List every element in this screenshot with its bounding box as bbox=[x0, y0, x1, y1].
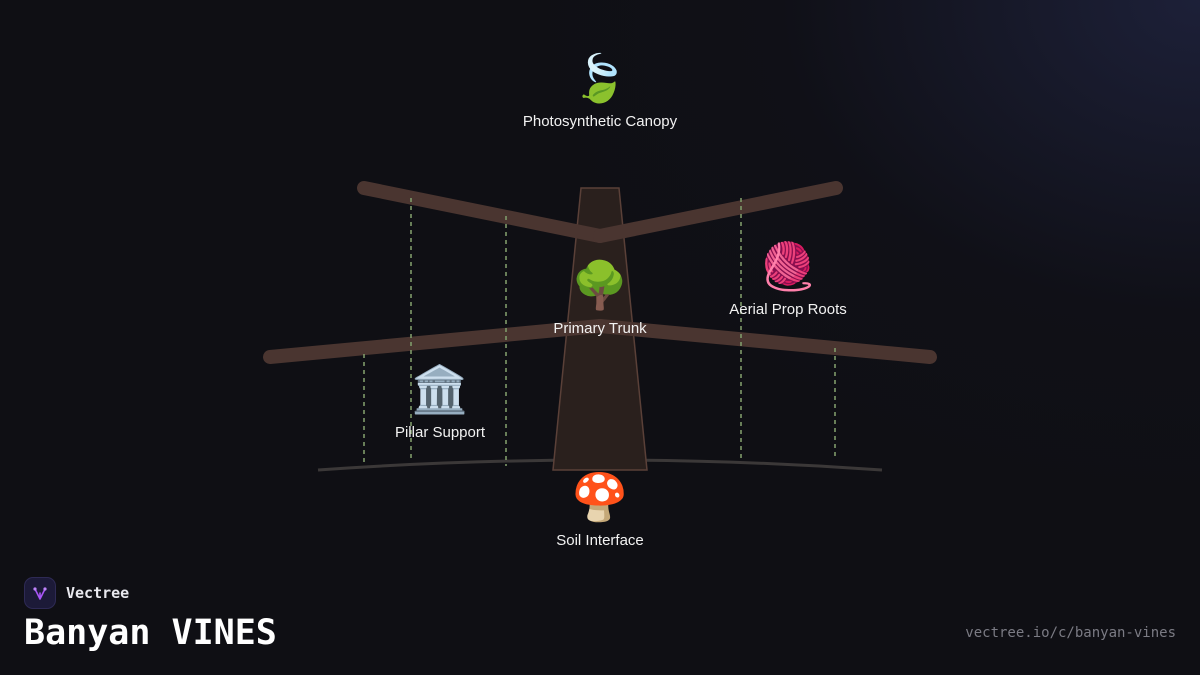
leaf-fluttering-icon: 🍃 bbox=[571, 51, 629, 105]
page-title: Banyan VINES bbox=[24, 613, 277, 653]
deciduous-tree-icon: 🌳 bbox=[571, 258, 629, 312]
lower-right-branch bbox=[593, 319, 937, 364]
node-label: Aerial Prop Roots bbox=[729, 301, 847, 318]
node-label: Photosynthetic Canopy bbox=[522, 113, 678, 130]
node-aerial-prop-roots: 🧶 Aerial Prop Roots bbox=[678, 238, 898, 320]
node-primary-trunk: 🌳 Primary Trunk bbox=[490, 257, 710, 339]
brand: Vectree bbox=[24, 577, 129, 609]
node-soil-interface: 🍄 Soil Interface bbox=[490, 469, 710, 551]
node-label: Soil Interface bbox=[556, 532, 644, 549]
node-label: Pillar Support bbox=[394, 424, 486, 441]
vine-branch-icon bbox=[24, 577, 56, 609]
yarn-ball-icon: 🧶 bbox=[759, 239, 817, 293]
node-pillar-support: 🏛️ Pillar Support bbox=[330, 361, 550, 443]
classical-building-icon: 🏛️ bbox=[411, 362, 469, 416]
lower-left-branch bbox=[263, 319, 607, 364]
source-url[interactable]: vectree.io/c/banyan-vines bbox=[965, 625, 1176, 641]
brand-name: Vectree bbox=[66, 584, 130, 602]
upper-right-branch bbox=[593, 181, 843, 243]
mushroom-icon: 🍄 bbox=[571, 470, 629, 524]
node-photosynthetic-canopy: 🍃 Photosynthetic Canopy bbox=[490, 50, 710, 132]
node-label: Primary Trunk bbox=[553, 320, 647, 337]
upper-left-branch bbox=[357, 181, 607, 243]
